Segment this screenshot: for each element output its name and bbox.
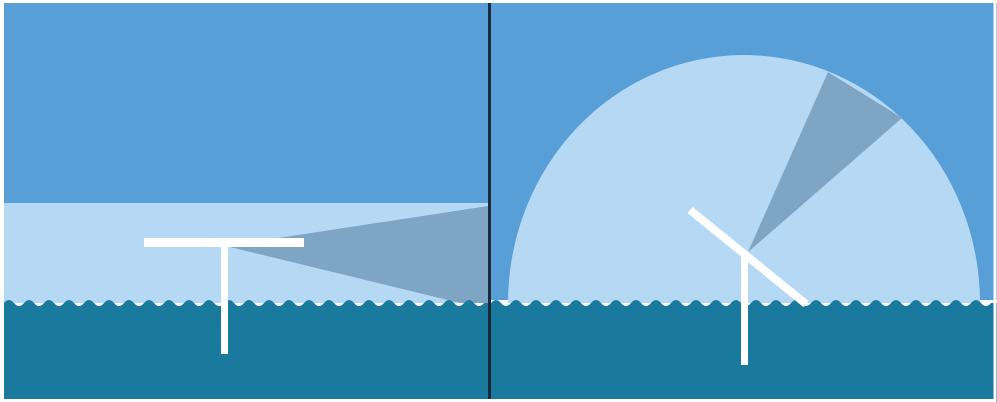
left-panel: [4, 3, 488, 402]
mast-crossbar: [144, 238, 304, 247]
left-water: [4, 300, 488, 402]
panel-divider: [488, 0, 491, 402]
mast-pole: [221, 246, 228, 354]
right-panel: [491, 3, 997, 402]
tilted-mast-pole: [741, 252, 748, 365]
